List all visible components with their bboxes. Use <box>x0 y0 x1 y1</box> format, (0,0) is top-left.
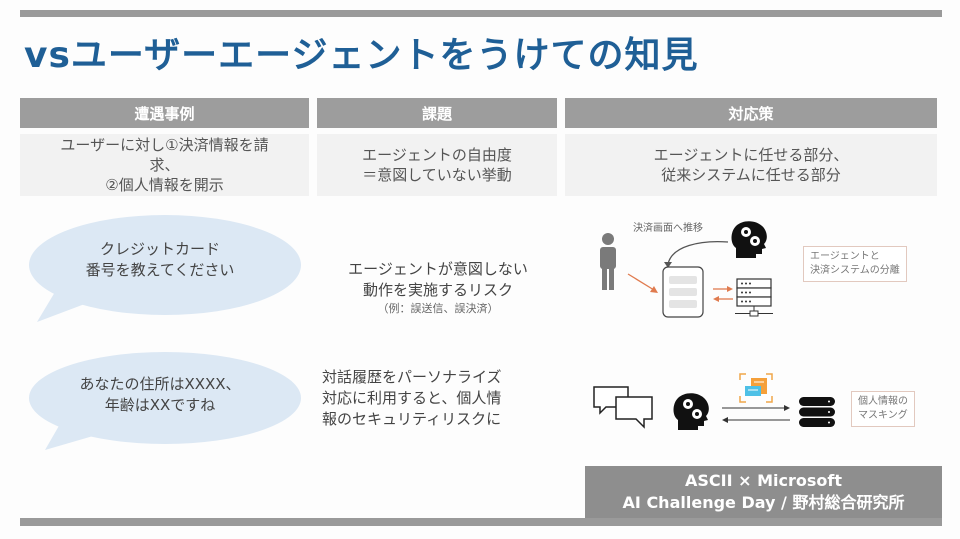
chat-bubbles-icon <box>593 386 653 429</box>
risk-example-1: （例：誤送信、誤決済） <box>377 302 499 315</box>
footer-line-1: ASCII × Microsoft <box>685 471 842 490</box>
footer-line-2: AI Challenge Day / 野村総合研究所 <box>622 493 905 512</box>
speech-bubble-2 <box>29 352 301 450</box>
footer-credit: ASCII × Microsoft AI Challenge Day / 野村総… <box>585 466 942 518</box>
cell-cases: ユーザーに対し①決済情報を請 求、 ②個人情報を開示 <box>20 134 309 196</box>
masked-document-icon <box>739 373 773 403</box>
top-rule <box>20 10 942 17</box>
bidirectional-arrows <box>722 405 790 423</box>
server-icon <box>735 278 773 317</box>
bubble-text-2: あなたの住所はXXXX、 年齢はXXですね <box>79 375 241 414</box>
exchange-arrows <box>713 286 733 302</box>
cell-issues: エージェントの自由度 ＝意図していない挙動 <box>317 134 557 196</box>
diagram-caption-1: 決済画面へ推移 <box>633 223 703 234</box>
database-icon <box>799 397 835 427</box>
slide-title: vsユーザーエージェントをうけての知見 <box>24 35 699 76</box>
bottom-rule <box>20 518 942 526</box>
header-issues: 課題 <box>317 98 557 128</box>
note-masking: 個人情報の マスキング <box>851 391 915 427</box>
bubble-text-1: クレジットカード 番号を教えてください <box>85 240 235 279</box>
header-countermeasures: 対応策 <box>565 98 937 128</box>
speech-bubble-1 <box>29 215 301 322</box>
agent-to-screen-arrow <box>664 240 729 268</box>
header-cases: 遭遇事例 <box>20 98 309 128</box>
app-screen-icon <box>662 266 704 318</box>
user-arrow <box>627 273 658 293</box>
person-icon <box>600 233 616 290</box>
agent-head-gears-icon <box>673 393 709 430</box>
note-separation: エージェントと 決済システムの分離 <box>803 246 907 282</box>
agent-head-gears-icon <box>731 221 767 258</box>
risk-text-1: エージェントが意図しない 動作を実施するリスク （例：誤送信、誤決済） <box>318 238 558 337</box>
risk-description-1: エージェントが意図しない 動作を実施するリスク <box>348 260 528 299</box>
risk-text-2: 対話履歴をパーソナライズ 対応に利用すると、個人情 報のセキュリティリスクに <box>322 368 502 428</box>
cell-countermeasures: エージェントに任せる部分、 従来システムに任せる部分 <box>565 134 937 196</box>
